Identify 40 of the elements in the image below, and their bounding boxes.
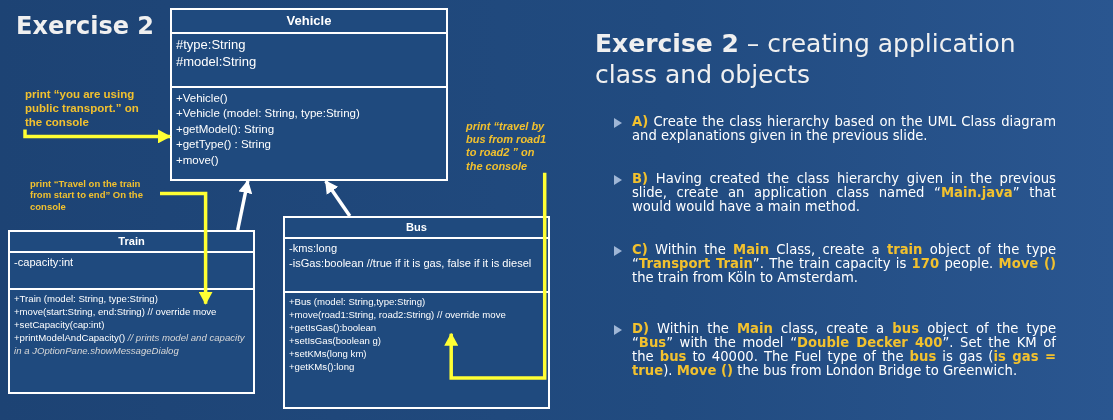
method-text: +Vehicle (model: String, type:String) (176, 106, 361, 122)
bullet-text: D) Within the Main class, create a bus object of the type “Bus” with the model “Double Decker 400”. Set the KM of the bus to 40000. The Fuel type of the bus is gas (is gas = true). Move () the bus from London Bridge to Greenwich. (632, 322, 1056, 378)
method-text: +printModelAndCapacity() // prints model and capacity in a JOptionPane.showMessageDialog (14, 331, 246, 358)
note-text: print “Travel on the train from start to end” On the console (30, 178, 160, 213)
note-text: print “you are using public transport.” on the console (25, 88, 155, 130)
method-text: +move(start:String, end:String) // override move (14, 305, 218, 319)
method-text: +move(road1:String, road2:String) // override move (289, 308, 507, 322)
attribute-text: #model:String (176, 53, 258, 71)
method-text: +setKMs(long km) (289, 347, 368, 361)
method-text: +Vehicle() (176, 90, 229, 106)
class-box (283, 216, 550, 409)
method-text: +setIsGas(boolean g) (289, 334, 382, 348)
bullet-text: C) Within the Main Class, create a train object of the type “Transport Train”. The train capacity is 170 people. Move () the train from Köln to Amsterdam. (632, 243, 1056, 285)
method-text: +Train (model: String, type:String) (14, 292, 159, 306)
attribute-text: -isGas:boolean //true if it is gas, false if it is diesel (289, 255, 533, 271)
method-text: +getModel(): String (176, 121, 276, 137)
arrow (23, 129, 171, 144)
attribute-text: -kms:long (289, 240, 339, 256)
arrow (324, 180, 352, 217)
bullet-text: A) Create the class hierarchy based on the UML Class diagram and explanations given in the previous slide. (632, 115, 1056, 143)
class-name: Vehicle (285, 12, 333, 30)
class-box (170, 8, 448, 181)
attribute-text: -capacity:int (14, 254, 75, 270)
slide-title: Exercise 2 (16, 12, 155, 40)
arrow (236, 180, 253, 231)
class-name: Train (117, 234, 146, 249)
method-text: +getType() : String (176, 137, 272, 153)
method-text: +getIsGas():boolean (289, 321, 378, 335)
method-text: +getKMs():long (289, 360, 356, 374)
attribute-text: #type:String (176, 35, 247, 54)
method-text: +setCapacity(cap:int) (14, 318, 106, 332)
arrow (444, 172, 547, 380)
arrow (160, 191, 213, 305)
method-text: +move() (176, 152, 220, 168)
method-text: +Bus (model: String,type:String) (289, 295, 427, 309)
bullet-text: B) Having created the class hierarchy given in the previous slide, create an application class named “Main.java” that would would have a main method. (632, 172, 1056, 214)
note-text: print “travel by bus from road1 to road2 ” on the console (466, 120, 548, 173)
class-box (8, 230, 255, 394)
class-name: Bus (405, 220, 428, 235)
heading: Exercise 2 – creating application class and objects (595, 28, 1017, 91)
